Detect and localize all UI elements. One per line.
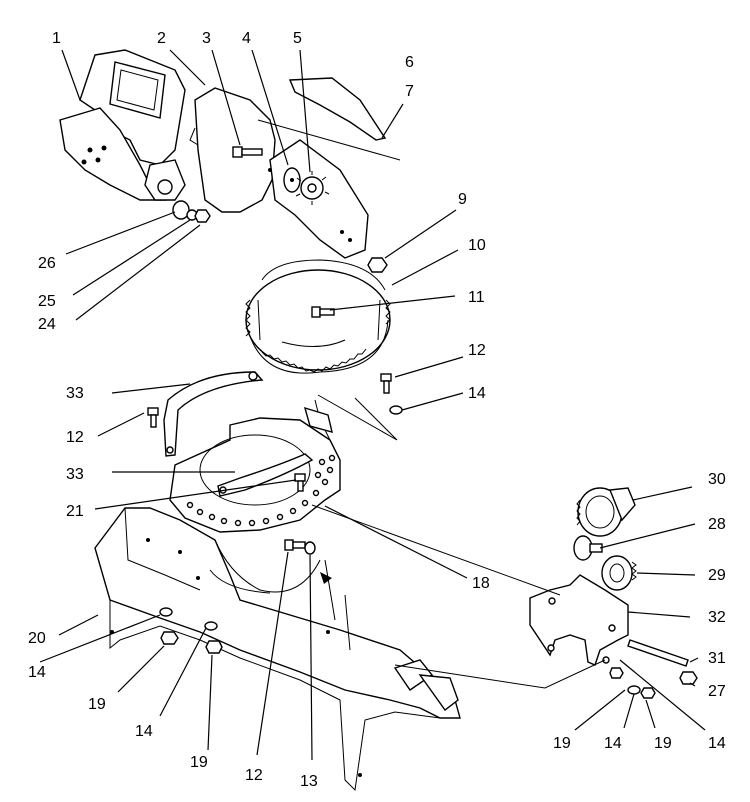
- callout-31: 31: [708, 650, 726, 667]
- part-28-shaft: [573, 535, 603, 561]
- callout-33-lower: 33: [66, 466, 84, 483]
- callout-3: 3: [202, 30, 211, 47]
- callout-30: 30: [708, 471, 726, 488]
- callout-9: 9: [458, 191, 467, 208]
- chute-base-collar: [169, 399, 341, 533]
- callout-33-upper: 33: [66, 385, 84, 402]
- callout-5: 5: [293, 30, 302, 47]
- callout-labels: 1 2 3 4 5 6 7 9 10 11 12 14 33 12 33 21 …: [28, 30, 726, 790]
- callout-14-right-2: 14: [708, 735, 726, 752]
- callout-4: 4: [242, 30, 251, 47]
- callout-19-right-2: 19: [654, 735, 672, 752]
- leader-lines: [39, 49, 706, 761]
- callout-12-upper: 12: [468, 342, 486, 359]
- callout-25: 25: [38, 293, 56, 310]
- callout-12-left: 12: [66, 429, 84, 446]
- part-4-washer: [283, 167, 301, 193]
- part-14-washer-upper: [389, 405, 403, 415]
- callout-28: 28: [708, 516, 726, 533]
- callout-20: 20: [28, 630, 46, 647]
- part-11-bolt: [311, 306, 335, 318]
- right-lower-hardware: [609, 667, 656, 699]
- callout-14-left-2: 14: [135, 723, 153, 740]
- callout-1: 1: [52, 30, 61, 47]
- callout-19-left-2: 19: [190, 754, 208, 771]
- lower-left-hardware: [159, 607, 223, 654]
- callout-18: 18: [472, 575, 490, 592]
- part-3-bolt: [232, 146, 263, 158]
- collar-holes: [186, 454, 336, 527]
- callout-14-left-1: 14: [28, 664, 46, 681]
- callout-32: 32: [708, 609, 726, 626]
- callout-24: 24: [38, 316, 56, 333]
- part-20-housing: [94, 507, 461, 792]
- part-31-rod: [627, 639, 689, 667]
- callout-14-right-1: 14: [604, 735, 622, 752]
- callout-10: 10: [468, 237, 486, 254]
- callout-19-right-1: 19: [553, 735, 571, 752]
- callout-11: 11: [468, 289, 485, 306]
- part-9-nut: [367, 257, 388, 273]
- callout-14-upper: 14: [468, 385, 486, 402]
- callout-13: 13: [300, 773, 318, 790]
- part-27-nut: [679, 671, 698, 685]
- part-1-deflector: [59, 49, 186, 201]
- callout-27: 27: [708, 683, 726, 700]
- part-29-gear: [601, 555, 637, 591]
- callout-7: 7: [405, 83, 414, 100]
- callout-21: 21: [66, 503, 84, 520]
- callout-26: 26: [38, 255, 56, 272]
- parts-26-25-24-hardware: [172, 200, 211, 223]
- part-30-gear: [576, 487, 636, 537]
- callout-2: 2: [157, 30, 166, 47]
- part-5-pinion: [295, 171, 330, 205]
- callout-19-left-1: 19: [88, 696, 106, 713]
- part-12-bolt-upper: [380, 373, 392, 394]
- part-12-bolt-left: [147, 407, 159, 428]
- part-32-bracket: [529, 574, 629, 666]
- parts-12-13-bolt-washer: [284, 539, 316, 555]
- callout-6: 6: [405, 54, 414, 71]
- part-21-bolt: [294, 473, 306, 492]
- part-33-clamp-upper: [163, 371, 264, 457]
- part-10-ring-gear: [245, 259, 391, 374]
- callout-12-bottom: 12: [245, 767, 263, 784]
- callout-29: 29: [708, 567, 726, 584]
